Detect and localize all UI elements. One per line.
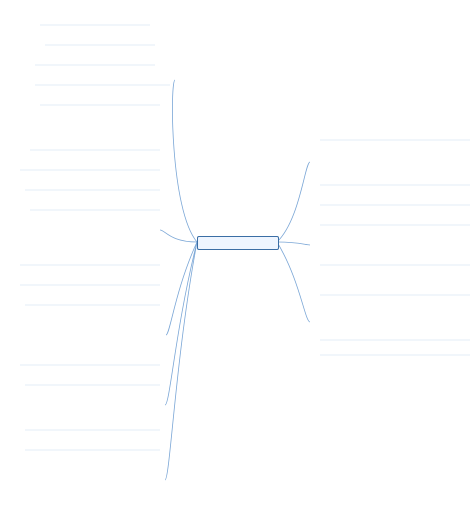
edge-left-4 xyxy=(164,241,198,406)
edge-right-1 xyxy=(276,161,311,243)
edge-left-1 xyxy=(172,79,198,243)
edge-left-2 xyxy=(159,229,198,243)
edge-left-5 xyxy=(164,241,198,481)
edge-left-3 xyxy=(165,241,198,336)
edge-right-2 xyxy=(276,241,311,246)
detail-lines xyxy=(20,24,470,451)
root-node xyxy=(197,236,279,250)
edge-right-3 xyxy=(276,241,311,323)
